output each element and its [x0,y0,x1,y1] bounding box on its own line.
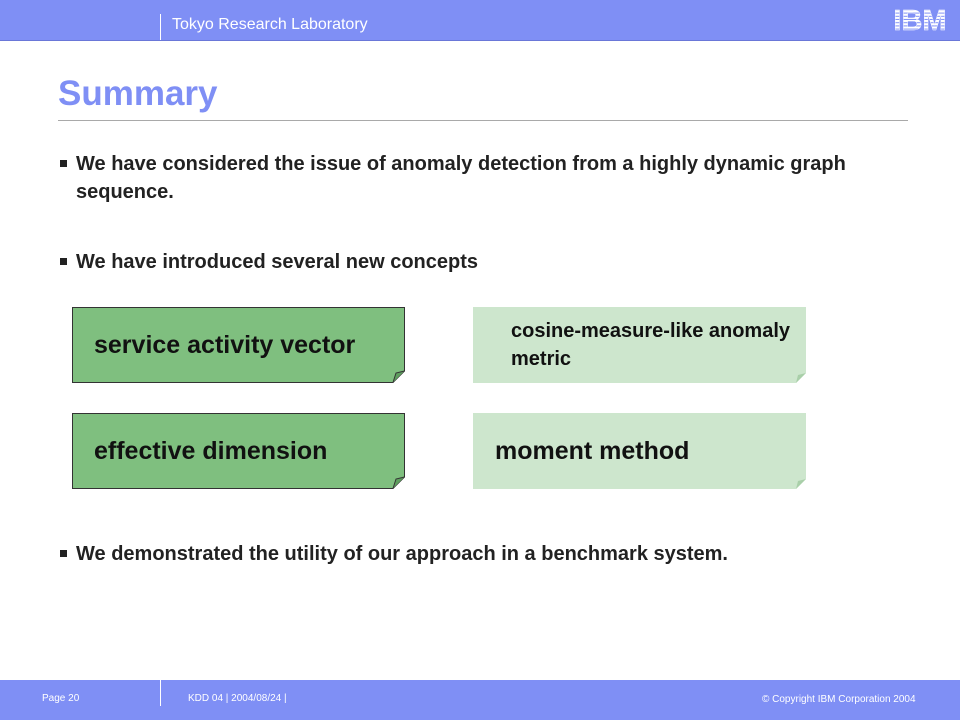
concept-label: service activity vector [94,330,356,359]
bullet-square-icon [60,258,67,265]
conference-info: KDD 04 | 2004/08/24 | [188,693,287,704]
concept-box-effective-dimension: effective dimension [72,413,405,489]
concept-box-anomaly-metric: cosine-measure-like anomaly metric [473,307,806,383]
concept-box-shape [473,307,806,383]
page-title: Summary [58,74,218,113]
bullet-text: We demonstrated the utility of our appro… [76,543,728,565]
header-bar: Tokyo Research Laboratory IBM [0,0,960,41]
title-divider [58,120,908,121]
concept-box-shape [72,413,405,489]
concept-box-shape [473,413,806,489]
ibm-logo: IBM [893,5,947,34]
concept-label: cosine-measure-like anomaly metric [511,320,791,370]
footer-divider [160,680,161,706]
bullet-square-icon [60,160,67,167]
bullet-item: We demonstrated the utility of our appro… [60,540,880,568]
page-number: Page 20 [42,693,80,704]
copyright-notice: © Copyright IBM Corporation 2004 [762,694,916,705]
concept-label: effective dimension [94,436,328,465]
concept-label: moment method [495,436,690,465]
lab-name: Tokyo Research Laboratory [172,16,368,33]
bullet-item: We have introduced several new concepts [60,248,880,276]
bullet-item: We have considered the issue of anomaly … [60,150,880,206]
concept-box-moment-method: moment method [473,413,806,489]
bullet-text: We have introduced several new concepts [76,251,478,273]
concept-box-shape [72,307,405,383]
concept-box-service-activity-vector: service activity vector [72,307,405,383]
bullet-text: We have considered the issue of anomaly … [76,153,846,203]
ibm-logo-text: IBM [893,5,946,34]
footer-bar: Page 20 KDD 04 | 2004/08/24 | © Copyrigh… [0,680,960,720]
header-divider [160,14,161,40]
bullet-square-icon [60,550,67,557]
